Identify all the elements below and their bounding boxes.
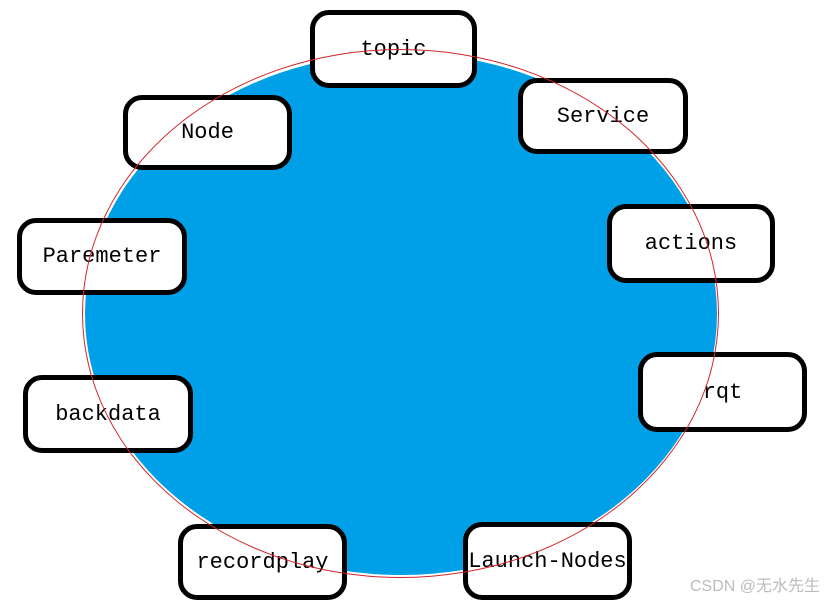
node-box-node: Node [123, 95, 292, 170]
watermark: CSDN @无水先生 [689, 578, 820, 595]
node-box-backdata: backdata [23, 375, 193, 453]
node-label-topic: topic [360, 36, 427, 62]
node-label-launch-nodes: Launch-Nodes [468, 548, 627, 574]
node-box-launch-nodes: Launch-Nodes [463, 522, 632, 600]
node-box-actions: actions [607, 204, 775, 283]
node-box-service: Service [518, 78, 688, 154]
node-label-recordplay: recordplay [196, 549, 329, 575]
node-label-paremeter: Paremeter [42, 244, 162, 269]
node-box-topic: topic [310, 10, 477, 88]
node-label-actions: actions [644, 231, 738, 256]
node-label-service: Service [556, 103, 650, 129]
node-box-rqt: rqt [638, 352, 807, 432]
node-label-backdata: backdata [55, 401, 161, 427]
node-label-rqt: rqt [702, 379, 743, 405]
node-box-recordplay: recordplay [178, 524, 347, 600]
node-box-paremeter: Paremeter [17, 218, 187, 295]
node-label-node: Node [181, 120, 234, 145]
